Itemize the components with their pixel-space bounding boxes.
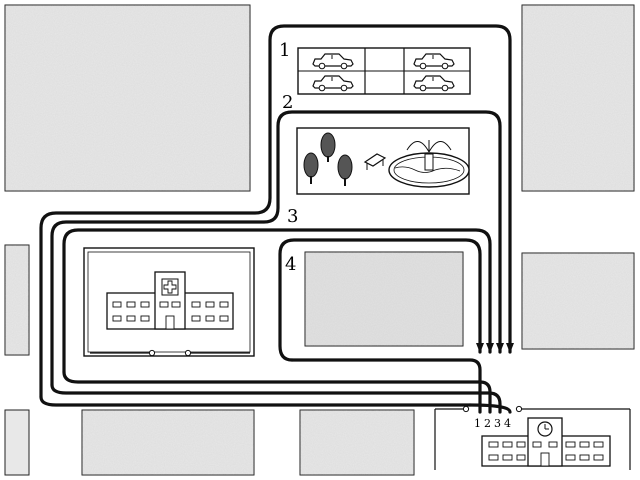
car-icon [312, 75, 354, 92]
routes [39, 24, 514, 414]
school-icon [481, 417, 611, 467]
route-1-line [39, 24, 514, 399]
car-icon [413, 53, 455, 70]
route-3-line [62, 228, 494, 374]
route-end-label-3: 3 [494, 417, 501, 430]
route-3-label: 3 [287, 206, 298, 227]
clock-icon [537, 421, 553, 437]
route-2-label: 2 [282, 92, 293, 113]
parking-lot [297, 47, 471, 95]
car-icon [413, 75, 455, 92]
school-paths [434, 405, 631, 470]
tree-icon [320, 132, 336, 162]
route-1-label: 1 [279, 40, 290, 61]
route-1-line-inner [39, 395, 472, 407]
route-2-line [50, 110, 504, 387]
fountain-icon [388, 140, 470, 188]
park [296, 127, 470, 195]
paper-texture [5, 5, 634, 475]
route-end-label-2: 2 [484, 417, 491, 430]
route-4-line [278, 238, 484, 362]
block-bottom-1 [4, 409, 30, 476]
hospital-icon [106, 271, 234, 330]
car-icon [312, 53, 354, 70]
bench-icon [363, 153, 387, 170]
tree-icon [303, 152, 319, 184]
hospital-block [83, 247, 255, 357]
tree-icon [337, 154, 353, 186]
route-end-label-4: 4 [504, 417, 511, 430]
route-4-label: 4 [285, 254, 296, 275]
route-end-label-1: 1 [474, 417, 481, 430]
